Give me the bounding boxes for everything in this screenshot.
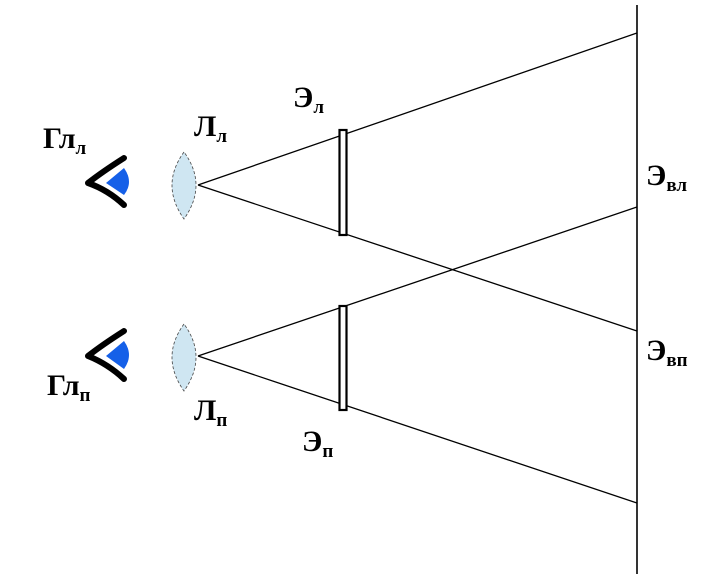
- ray-left-lower: [197, 184, 638, 332]
- eye-right-icon: [85, 328, 129, 382]
- ray-right-lower: [197, 355, 638, 504]
- eye-left-icon: [85, 155, 129, 208]
- label-lens-left: Лл: [194, 110, 227, 147]
- ray-left-upper: [197, 32, 638, 186]
- label-eye-left: Глл: [43, 122, 87, 159]
- lens-left: [171, 151, 197, 220]
- label-screen-left: Эл: [293, 81, 324, 118]
- label-virtual-left: Эвл: [646, 159, 687, 196]
- label-virtual-right: Эвп: [646, 334, 688, 371]
- label-eye-right: Глп: [47, 369, 91, 406]
- lens-right: [171, 323, 197, 392]
- label-lens-right: Лп: [194, 394, 227, 431]
- label-screen-right: Эп: [302, 425, 333, 462]
- ray-right-upper: [197, 206, 638, 357]
- screen-right: [338, 304, 348, 412]
- screen-left: [338, 128, 348, 237]
